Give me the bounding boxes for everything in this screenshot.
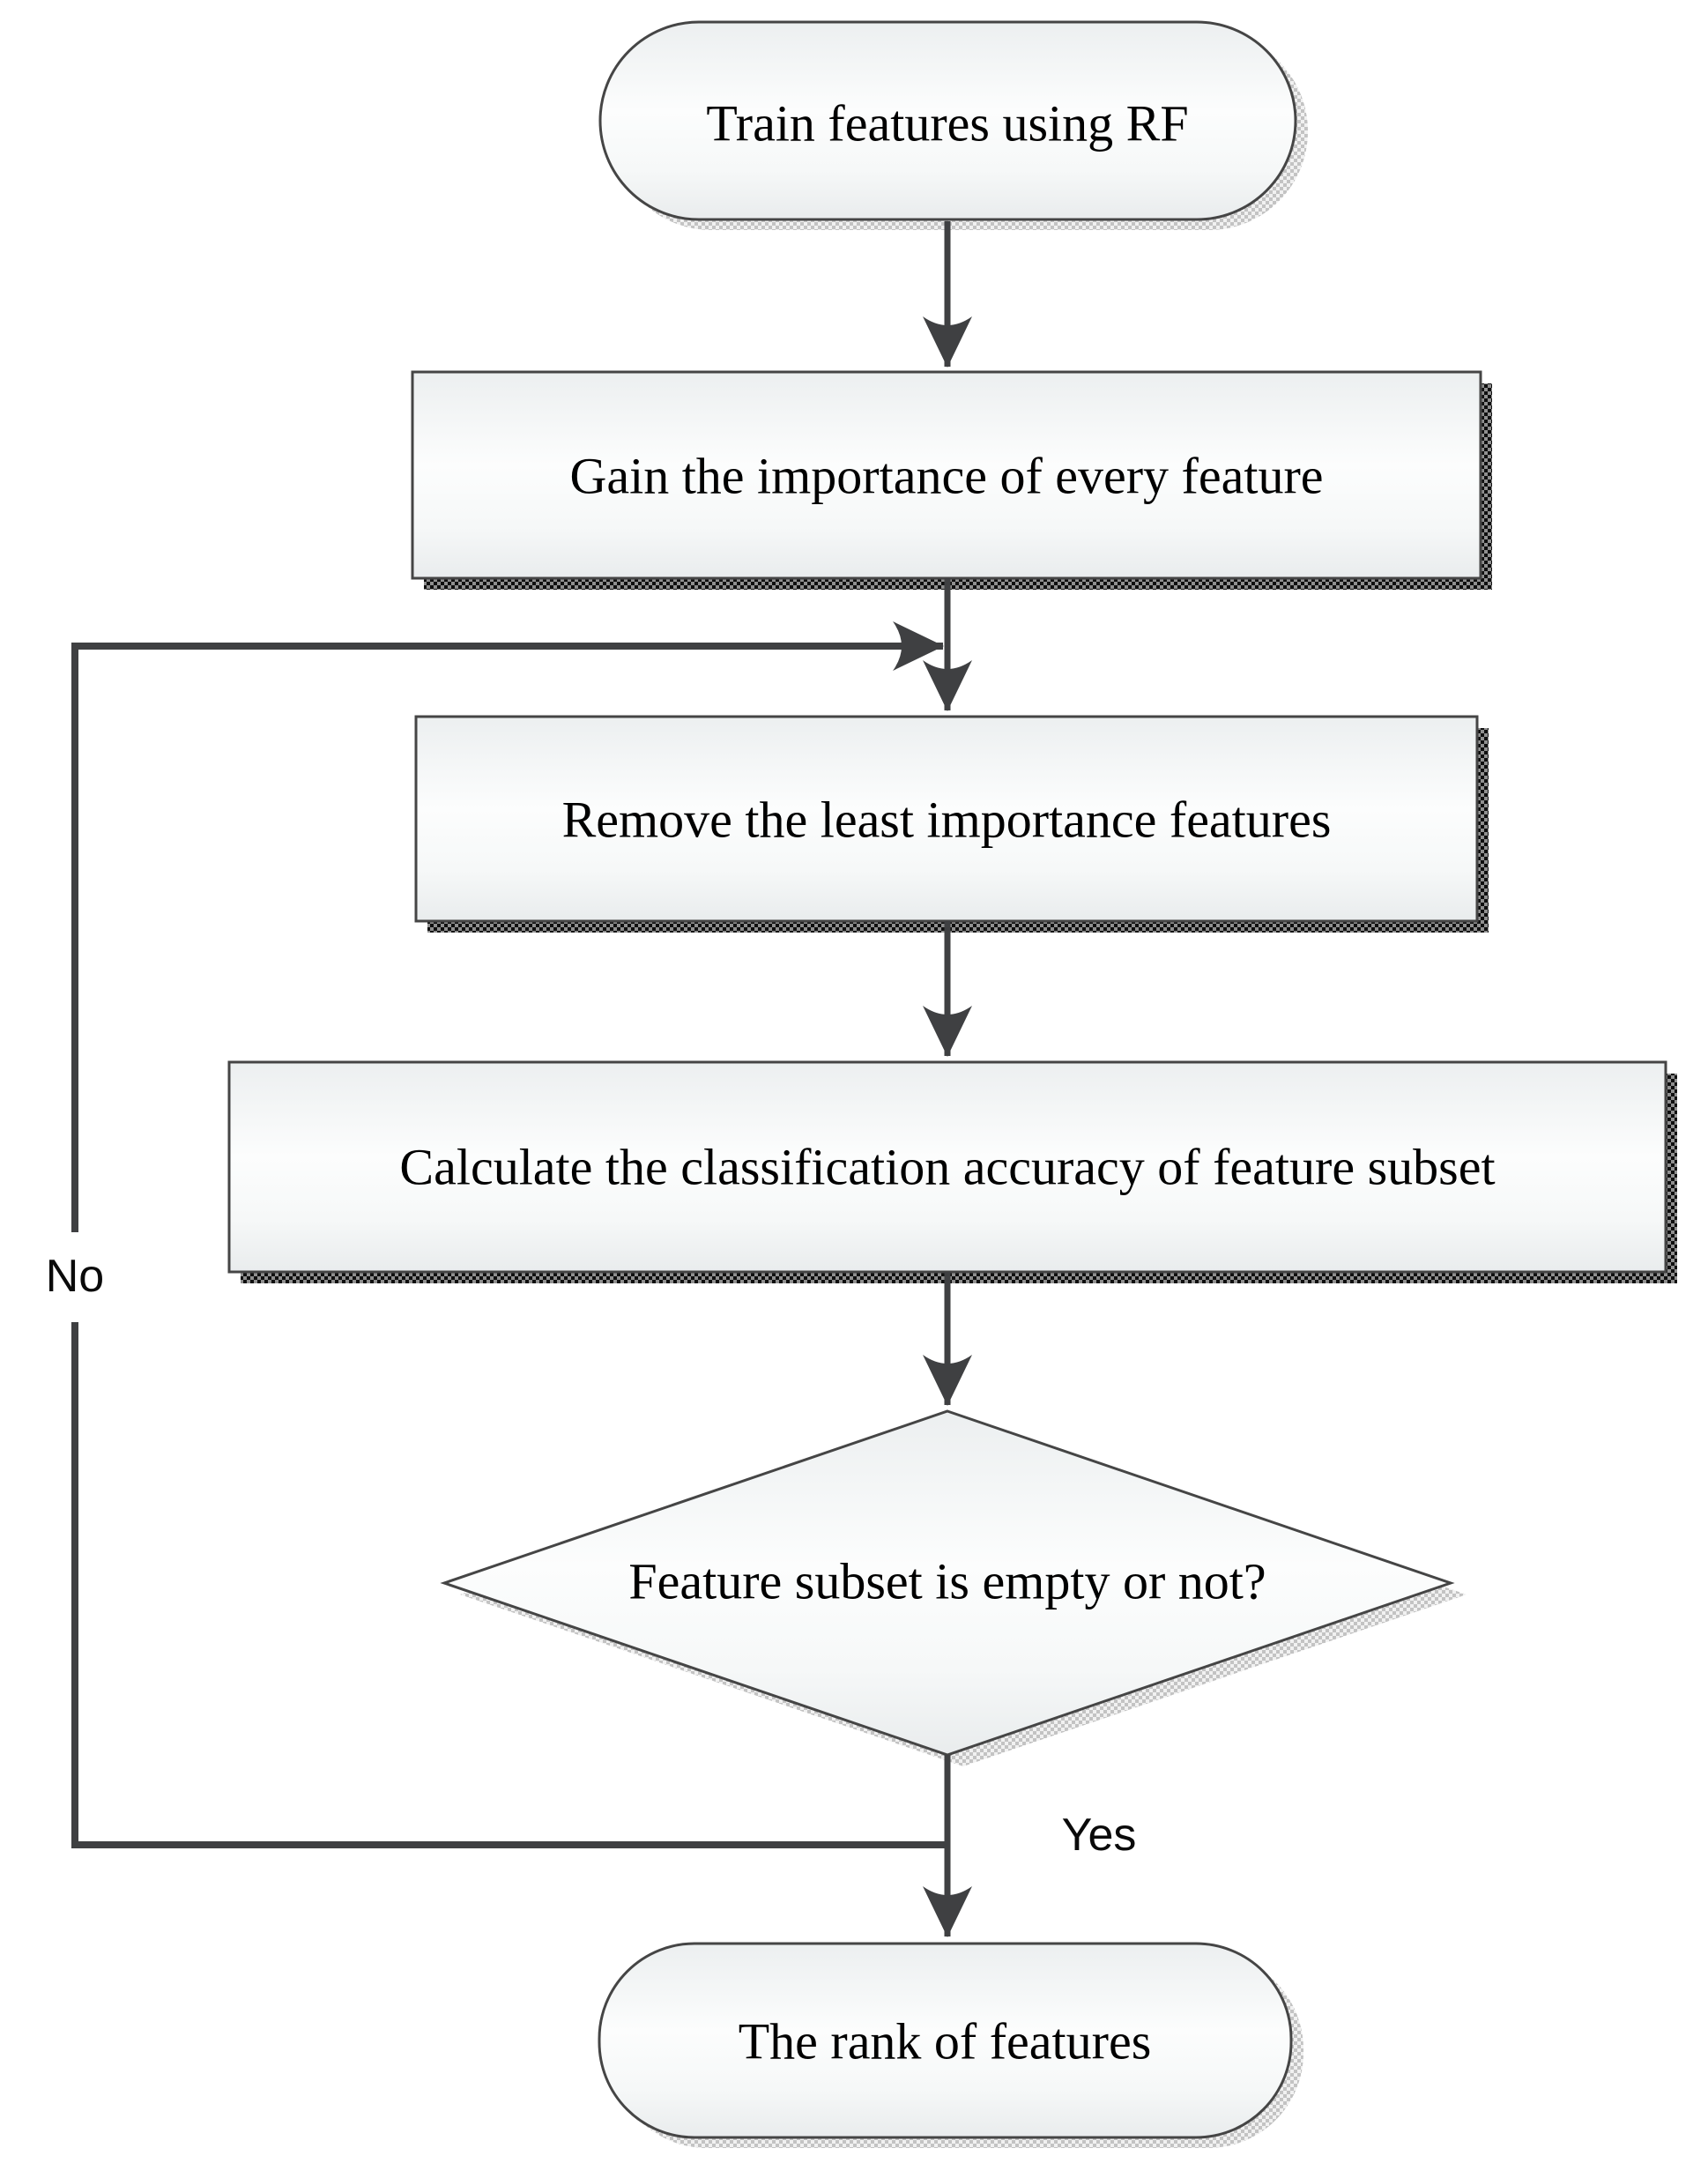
remove-node [414, 715, 1479, 923]
gain-node [411, 370, 1482, 580]
decision-node-label: Feature subset is empty or not? [628, 1553, 1266, 1610]
edge-label-no: No [46, 1251, 104, 1302]
calculate-node-label: Calculate the classification accuracy of… [399, 1139, 1495, 1196]
end-node-label: The rank of features [739, 2013, 1152, 2070]
gain-node-label: Gain the importance of every feature [569, 448, 1323, 505]
calculate-node [227, 1060, 1667, 1274]
start-node [598, 20, 1297, 221]
remove-node-label: Remove the least importance features [562, 792, 1332, 849]
edge-label-yes: Yes [1062, 1810, 1137, 1861]
no-label-mask [33, 1232, 118, 1322]
end-node [598, 1942, 1293, 2139]
start-node-label: Train features using RF [706, 95, 1188, 152]
